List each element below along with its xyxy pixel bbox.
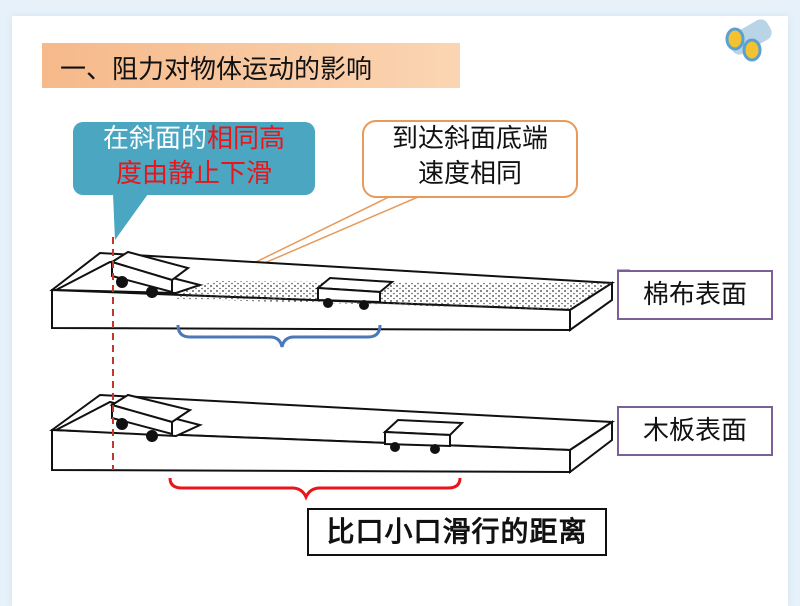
label-wood-surface: 木板表面 [617, 406, 773, 456]
cart-top-cotton [315, 276, 395, 310]
brace-blue [176, 324, 382, 348]
callout-text-3: 度由静止下滑 [115, 159, 272, 189]
callout-same-speed: 到达斜面底端 速度相同 [362, 120, 578, 198]
wood-track [49, 393, 616, 475]
callout-text-1: 在斜面的 [102, 124, 207, 154]
slide-title: 一、阻力对物体运动的影响 [60, 55, 373, 85]
callout-blue-tail [113, 194, 148, 240]
callout-speed-line2: 速度相同 [417, 159, 522, 189]
label-cotton-surface: 棉布表面 [617, 270, 773, 320]
brace-red [168, 477, 462, 501]
binoculars-icon [725, 19, 772, 62]
cotton-track [49, 250, 616, 332]
callout-same-height: 在斜面的相同高 度由静止下滑 [73, 122, 315, 195]
title-band: 一、阻力对物体运动的影响 [42, 43, 460, 88]
cart-bottom-slope [109, 393, 193, 442]
cart-bottom-wood [382, 418, 465, 454]
callout-speed-line1: 到达斜面底端 [391, 124, 548, 154]
label-sliding-distance: 比口小口滑行的距离 [307, 508, 607, 556]
callout-text-2: 相同高 [207, 124, 286, 154]
cart-top-slope [109, 250, 191, 298]
